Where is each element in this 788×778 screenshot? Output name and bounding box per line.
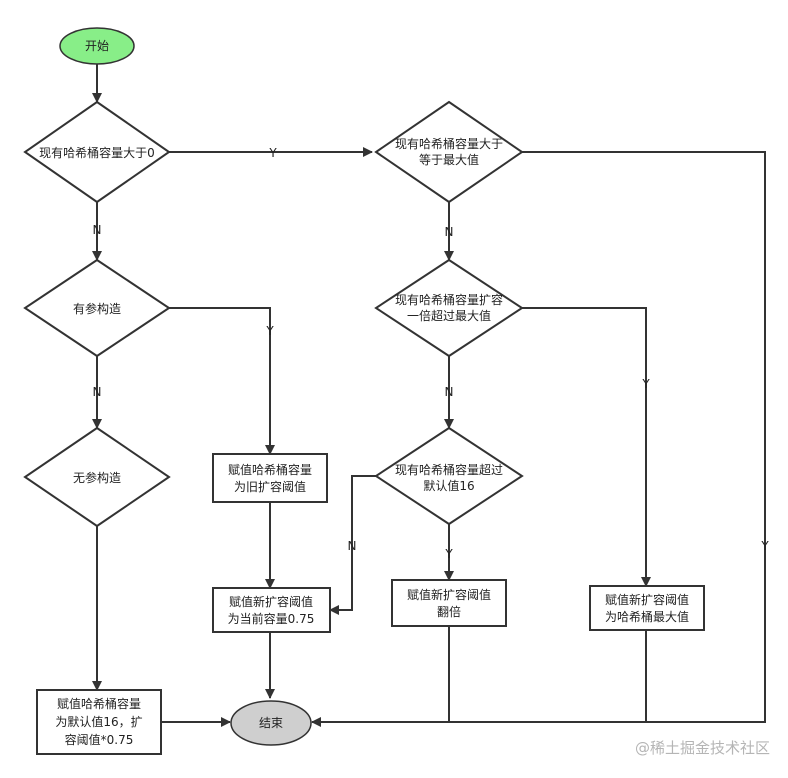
- decision-capacity-gemax-line1: 现有哈希桶容量大于: [395, 136, 503, 151]
- process-default-capacity-line2: 为默认值16，扩: [55, 714, 142, 729]
- label-param-no: N: [93, 385, 102, 399]
- label-gt0-no: N: [93, 223, 102, 237]
- label-gemax-no: N: [445, 225, 454, 239]
- process-old-threshold: [212, 453, 328, 503]
- decision-capacity-gemax-line2: 等于最大值: [419, 152, 479, 167]
- start-node: [59, 27, 135, 65]
- edge-gt16-no-to-cur: [329, 475, 376, 615]
- label-gt16-no: N: [348, 539, 357, 553]
- process-current-capacity-line1: 赋值新扩容阈值: [229, 594, 313, 609]
- decision-capacity-double-line1: 现有哈希桶容量扩容: [395, 292, 503, 307]
- process-double-threshold-line2: 翻倍: [437, 604, 461, 619]
- process-double-threshold-line1: 赋值新扩容阈值: [407, 587, 491, 602]
- label-gemax-yes: Y: [760, 539, 769, 553]
- decision-noparam-constructor: [23, 426, 171, 528]
- watermark: @稀土掘金技术社区: [635, 739, 770, 757]
- process-max-threshold-line1: 赋值新扩容阈值: [605, 592, 689, 607]
- label-param-yes: Y: [265, 324, 274, 338]
- end-node-label: 结束: [259, 716, 283, 730]
- decision-capacity-gt16-line1: 现有哈希桶容量超过: [395, 462, 503, 477]
- decision-capacity-gt0-label: 现有哈希桶容量大于0: [39, 145, 155, 160]
- process-current-capacity: [212, 587, 331, 633]
- decision-capacity-double-line2: 一倍超过最大值: [407, 308, 491, 323]
- start-node-label: 开始: [85, 39, 109, 53]
- decision-capacity-gt16: [374, 426, 524, 526]
- decision-capacity-gt0: [23, 100, 171, 204]
- edge-dbl-yes-to-max: [522, 307, 651, 587]
- process-default-capacity: [36, 689, 162, 755]
- end-node: [230, 700, 312, 746]
- process-old-threshold-line2: 为旧扩容阈值: [234, 479, 306, 494]
- process-double-threshold: [391, 579, 507, 627]
- process-max-threshold-line2: 为哈希桶最大值: [605, 609, 689, 624]
- label-gt0-yes: Y: [268, 146, 277, 160]
- edge-param-yes-to-old: [169, 307, 275, 455]
- process-max-threshold: [589, 585, 705, 631]
- label-gt16-yes: Y: [444, 547, 453, 561]
- label-dbl-yes: Y: [641, 377, 650, 391]
- decision-capacity-double: [374, 258, 524, 358]
- decision-noparam-constructor-label: 无参构造: [73, 470, 121, 485]
- decision-param-constructor: [23, 258, 171, 358]
- label-dbl-no: N: [445, 385, 454, 399]
- edge-gemax-yes-to-end: [311, 151, 766, 727]
- decision-param-constructor-label: 有参构造: [73, 301, 121, 316]
- process-old-threshold-line1: 赋值哈希桶容量: [228, 462, 312, 477]
- process-current-capacity-line2: 为当前容量0.75: [228, 611, 315, 626]
- decision-capacity-gemax: [374, 100, 524, 204]
- decision-capacity-gt16-line2: 默认值16: [423, 478, 474, 493]
- process-default-capacity-line3: 容阈值*0.75: [65, 732, 134, 747]
- process-default-capacity-line1: 赋值哈希桶容量: [57, 696, 141, 711]
